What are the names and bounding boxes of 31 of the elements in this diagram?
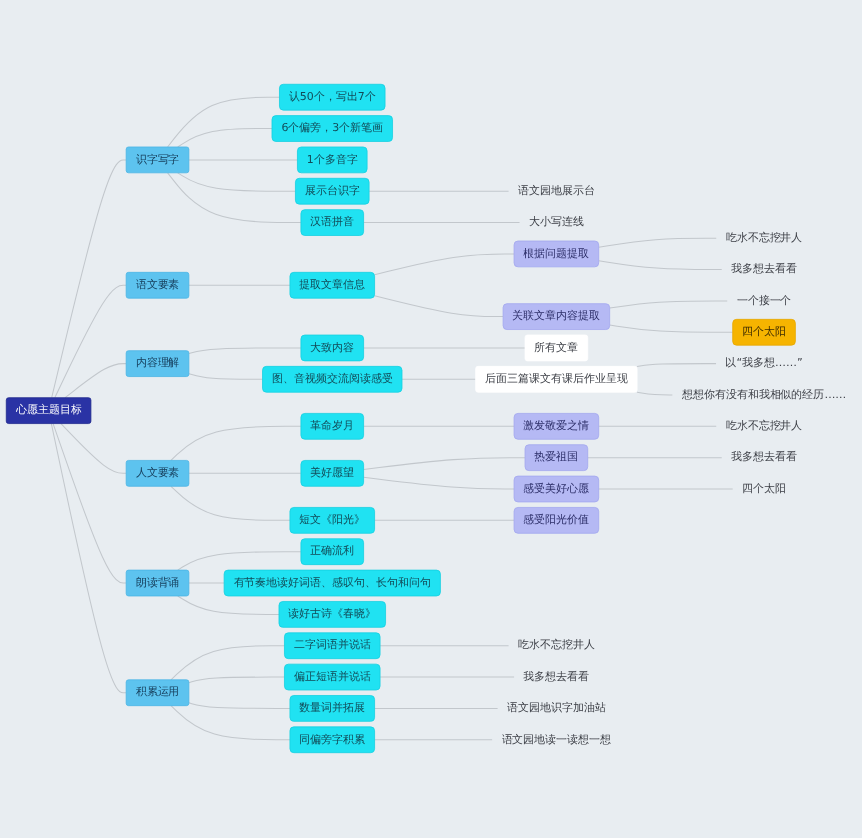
connector-line — [374, 253, 515, 276]
connector-line — [54, 285, 127, 399]
connector-line — [170, 705, 291, 741]
connector-line — [170, 486, 291, 522]
connector-line — [609, 325, 734, 334]
connector-line — [609, 300, 728, 310]
connector-line — [636, 363, 717, 368]
connector-line — [188, 347, 302, 355]
connector-line — [60, 423, 127, 475]
connector-line — [51, 159, 127, 399]
connector-line — [64, 363, 127, 399]
connector-line — [598, 260, 723, 271]
connector-line — [363, 222, 521, 224]
connector-line — [170, 645, 285, 681]
connector-line — [52, 423, 127, 585]
connector-line — [188, 677, 285, 684]
connector-line — [167, 97, 280, 148]
connector-line — [50, 423, 127, 694]
connector-line — [363, 477, 515, 490]
connector-line — [177, 595, 280, 616]
connector-line — [363, 457, 526, 471]
connector-line — [177, 172, 296, 193]
connector-line — [188, 702, 291, 710]
connector-line — [636, 392, 673, 396]
connector-line — [374, 295, 504, 318]
connector-line — [598, 238, 717, 249]
connector-line — [177, 128, 273, 148]
connector-line — [177, 551, 302, 572]
connector-line — [170, 426, 302, 462]
connector-line — [374, 708, 499, 710]
connector-line — [167, 172, 302, 224]
